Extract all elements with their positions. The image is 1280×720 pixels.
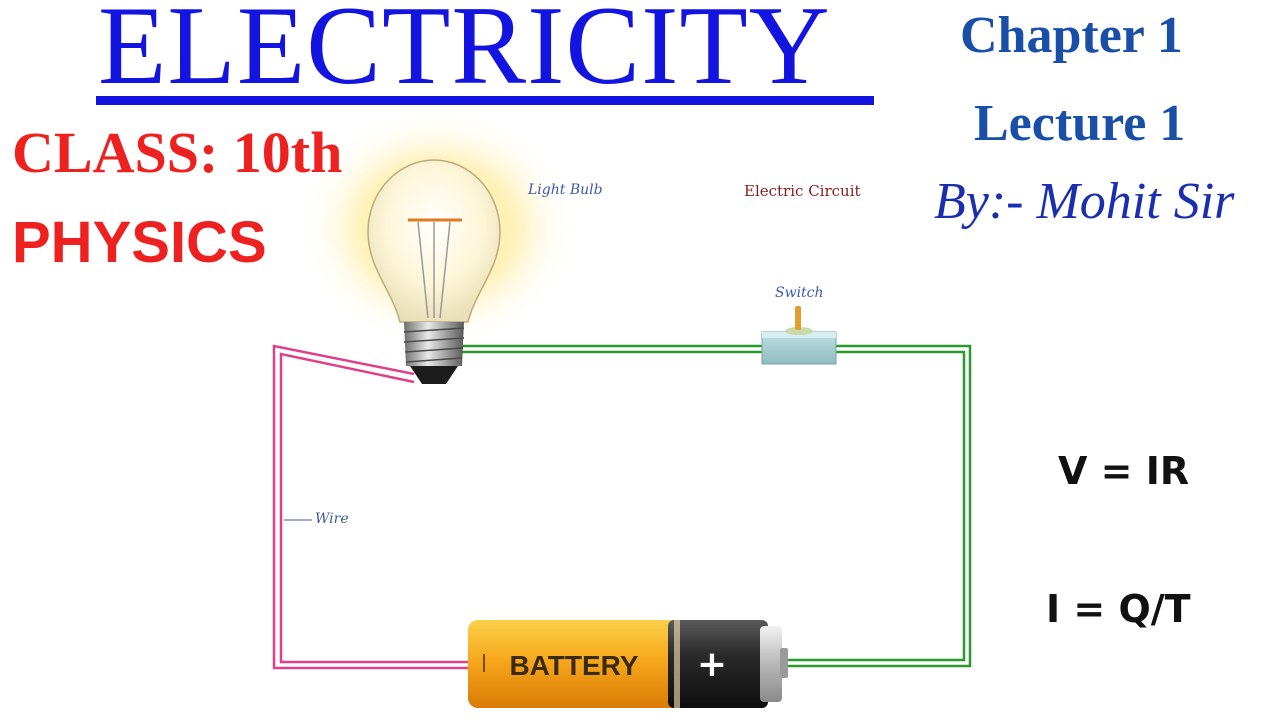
switch[interactable]: [761, 306, 837, 365]
light-bulb-label: Light Bulb: [528, 182, 603, 198]
subject-label: PHYSICS: [12, 210, 267, 275]
wire-label: Wire: [315, 511, 349, 527]
switch-label: Switch: [775, 285, 824, 301]
formula-ohms-law: V = IR: [1058, 449, 1190, 493]
title-underline: [96, 96, 874, 105]
electric-circuit-label: Electric Circuit: [744, 182, 861, 200]
chapter-label: Chapter 1: [960, 7, 1183, 64]
light-bulb: [367, 159, 501, 384]
class-label: CLASS: 10th: [12, 120, 343, 185]
battery-plus-terminal: +: [697, 644, 727, 685]
battery-label: BATTERY: [509, 650, 638, 681]
lecture-label: Lecture 1: [974, 95, 1186, 152]
green-wire: [460, 344, 972, 668]
page-title: ELECTRICITY: [98, 0, 831, 108]
author-label: By:- Mohit Sir: [934, 173, 1235, 230]
battery: [468, 620, 788, 708]
formula-current: I = Q/T: [1046, 587, 1191, 631]
pink-wire: [272, 344, 468, 670]
